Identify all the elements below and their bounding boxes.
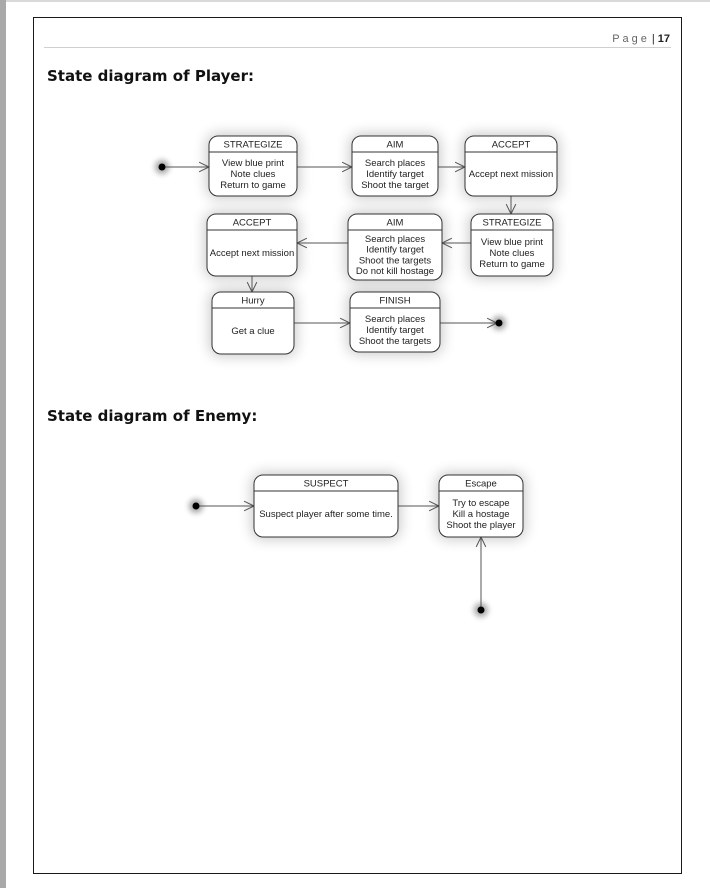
viewer-top-line	[6, 0, 710, 2]
state-activity: Accept next mission	[469, 169, 553, 180]
transition-accept-to-hurry	[246, 276, 258, 294]
state-activity: Kill a hostage	[452, 509, 509, 520]
state-activity: Identify target	[366, 169, 424, 180]
state-title: Hurry	[241, 296, 264, 307]
state-activity: Search places	[365, 314, 425, 325]
transition-start-to-suspect	[196, 500, 256, 512]
state-accept: ACCEPT Accept next mission	[464, 135, 558, 197]
header-rule	[44, 47, 671, 48]
state-activity: Shoot the targets	[359, 336, 432, 347]
state-activity: Search places	[365, 158, 425, 169]
state-activity: View blue print	[222, 158, 285, 169]
player-initial-state	[158, 163, 166, 171]
transition-suspect-to-escape	[398, 500, 441, 512]
transition-hurry-to-finish	[294, 317, 352, 329]
player-diagram-heading: State diagram of Player:	[47, 67, 254, 85]
state-activity: Shoot the player	[446, 520, 515, 531]
state-suspect: SUSPECT Suspect player after some time.	[253, 474, 399, 538]
transition-aim-to-accept	[295, 237, 348, 249]
state-box	[349, 291, 441, 353]
state-activity: Try to escape	[452, 498, 509, 509]
viewer-left-bar	[0, 0, 6, 888]
transition-aim-to-accept	[438, 161, 467, 173]
page-number: Page|17	[612, 33, 670, 45]
state-activity: Note clues	[490, 248, 535, 259]
state-activity: Shoot the target	[361, 180, 429, 191]
state-title: Escape	[465, 479, 497, 490]
player-final-state	[495, 319, 503, 327]
transition-layer	[162, 161, 517, 610]
state-activity: Shoot the targets	[359, 255, 432, 266]
state-title: ACCEPT	[492, 140, 531, 151]
state-title: ACCEPT	[233, 218, 272, 229]
state-title: AIM	[387, 140, 404, 151]
transition-start-to-strategize	[162, 161, 211, 173]
state-box	[208, 135, 298, 197]
state-activity: Do not kill hostage	[356, 266, 434, 277]
transition-strategize-to-aim	[297, 161, 354, 173]
page-separator: |	[651, 33, 655, 45]
state-box	[464, 135, 558, 197]
state-activity: Accept next mission	[210, 248, 294, 259]
enemy-diagram-heading: State diagram of Enemy:	[47, 407, 258, 425]
state-title: STRATEGIZE	[224, 140, 283, 151]
state-title: AIM	[387, 218, 404, 229]
state-activity: Identify target	[366, 325, 424, 336]
state-activity: Note clues	[231, 169, 276, 180]
shadow-layer	[155, 134, 559, 617]
state-activity: Return to game	[479, 259, 544, 270]
state-accept: ACCEPT Accept next mission	[206, 213, 298, 277]
transition-finish-to-end	[440, 317, 499, 329]
page-label: Page	[612, 33, 650, 45]
enemy-initial-state-2	[477, 606, 485, 614]
state-title: FINISH	[379, 296, 410, 307]
state-title: STRATEGIZE	[483, 218, 542, 229]
state-activity: Identify target	[366, 245, 424, 256]
state-activity: Get a clue	[231, 326, 274, 337]
state-activity: Suspect player after some time.	[259, 509, 393, 520]
state-activity: View blue print	[481, 237, 544, 248]
state-activity: Search places	[365, 234, 425, 245]
page-frame	[33, 17, 682, 874]
state-box	[351, 135, 439, 197]
transition-strategize-to-aim	[440, 237, 471, 249]
transition-start-to-escape	[475, 535, 487, 610]
page-number-value: 17	[657, 33, 670, 45]
transition-accept-to-strategize	[505, 196, 517, 216]
state-activity: Return to game	[220, 180, 285, 191]
state-title: SUSPECT	[304, 479, 349, 490]
enemy-initial-state	[192, 502, 200, 510]
